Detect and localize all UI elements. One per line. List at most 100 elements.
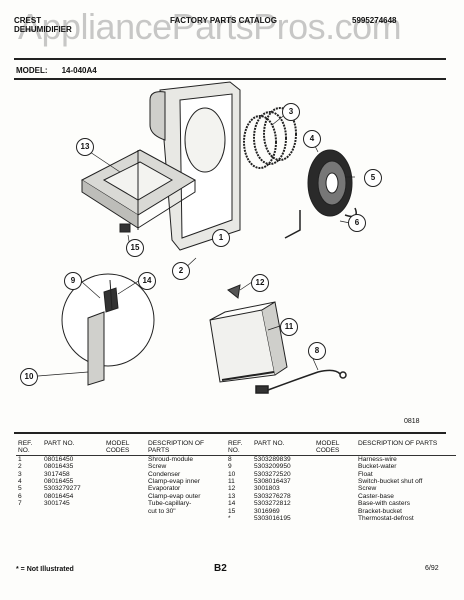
right-desc-cell: Base-with casters — [358, 500, 411, 508]
left-part-cell: 08016454 — [44, 492, 74, 500]
model-divider — [14, 78, 446, 80]
right-model-cell — [314, 493, 356, 500]
harness-wire-drawing — [255, 369, 347, 394]
left-desc-cell: Clamp-evap outer — [148, 492, 201, 500]
header-model-right: MODEL CODES — [314, 440, 356, 456]
right-model-cell — [314, 485, 356, 492]
model-label: MODEL: — [16, 66, 48, 75]
right-part-cell: 5303209950 — [254, 463, 291, 471]
callout-1: 1 — [212, 229, 230, 247]
left-empty-cell — [104, 515, 146, 522]
callout-15: 10 — [20, 368, 38, 386]
table-divider — [14, 432, 446, 434]
caster-drawing — [119, 223, 131, 233]
right-model-cell — [314, 471, 356, 478]
callout-8: 8 — [308, 342, 326, 360]
right-part-cell: 5303289839 — [254, 455, 291, 463]
left-empty-cell — [16, 515, 42, 522]
right-desc-cell: Switch-bucket shut off — [358, 478, 423, 486]
left-part-cell: 3001745 — [44, 500, 70, 508]
brand-line-2: DEHUMIDIFIER — [14, 25, 72, 34]
right-part-cell: 3016969 — [254, 507, 280, 515]
left-part-cell: 5303279277 — [44, 485, 81, 493]
left-ref-cell: 5 — [18, 485, 22, 493]
right-desc-cell: Bucket-water — [358, 463, 397, 471]
left-model-cell — [104, 508, 146, 515]
right-ref-cell: 11 — [228, 478, 235, 486]
header-divider — [14, 58, 446, 60]
left-ref-cell: 6 — [18, 492, 22, 500]
right-desc-cell: Float — [358, 470, 373, 478]
not-illustrated-note: * = Not Illustrated — [16, 566, 74, 573]
right-part-cell: 5308016437 — [254, 478, 291, 486]
watermark: AppliancePartsPros.com — [18, 6, 402, 47]
right-ref-cell: 15 — [228, 507, 236, 515]
callout-5: 5 — [364, 169, 382, 187]
right-model-cell — [314, 508, 356, 515]
header-ref: REF. NO. — [16, 440, 42, 456]
left-model-cell — [104, 485, 146, 492]
callout-12: 14 — [138, 272, 156, 290]
left-part-cell: 3017458 — [44, 470, 70, 478]
callout-13: 15 — [126, 239, 144, 257]
right-desc-cell: Caster-base — [358, 492, 394, 500]
diagram-code: 0818 — [404, 418, 420, 425]
left-empty-cell — [42, 515, 104, 522]
left-desc-cell: Tube-capillary- — [148, 500, 192, 508]
left-desc-cell: Shroud-module — [148, 455, 194, 463]
left-ref-cell: 2 — [18, 463, 22, 471]
left-desc-cell: Evaporator — [148, 485, 181, 493]
callout-14: 13 — [76, 138, 94, 156]
left-model-cell — [104, 493, 146, 500]
table-row: 2 08016435 Screw 9 5303209950 Bucket-water — [16, 463, 456, 470]
left-model-cell — [104, 471, 146, 478]
header-desc-right: DESCRIPTION OF PARTS — [356, 440, 456, 456]
left-model-cell — [104, 500, 146, 507]
right-ref-cell: 8 — [228, 455, 232, 463]
page-number: B2 — [214, 563, 227, 574]
header-part-right: PART NO. — [252, 440, 314, 456]
right-model-cell — [314, 500, 356, 507]
right-model-cell — [314, 478, 356, 485]
left-desc-cell: cut to 30" — [148, 507, 176, 515]
left-desc-cell: Screw — [148, 463, 167, 471]
parts-table: REF. NO. PART NO. MODEL CODES DESCRIPTIO… — [16, 440, 456, 522]
callout-4: 4 — [303, 130, 321, 148]
header-model: MODEL CODES — [104, 440, 146, 456]
right-model-cell — [314, 463, 356, 470]
exploded-parts-diagram — [37, 81, 357, 394]
right-part-cell: 5303016195 — [254, 515, 291, 523]
right-part-cell: 3001803 — [254, 485, 280, 493]
right-model-cell — [314, 455, 356, 463]
float-drawing — [227, 284, 241, 299]
right-part-cell: 5303272812 — [254, 500, 291, 508]
left-ref-cell: 1 — [18, 455, 22, 463]
right-ref-cell: 13 — [228, 492, 236, 500]
left-part-cell: 08016455 — [44, 478, 74, 486]
table-row: cut to 30" 15 3016969 Bracket-bucket — [16, 508, 456, 515]
right-ref-cell: 9 — [228, 463, 232, 471]
left-desc-cell: Clamp-evap inner — [148, 478, 201, 486]
switch-detail-drawing — [61, 273, 155, 386]
header-ref-right: REF. NO. — [226, 440, 252, 456]
left-model-cell — [104, 478, 146, 485]
header-desc: DESCRIPTION OF PARTS — [146, 440, 226, 456]
condenser-drawing — [243, 107, 297, 169]
brand-block: CREST DEHUMIDIFIER — [14, 16, 72, 34]
catalog-title: FACTORY PARTS CATALOG — [170, 16, 277, 25]
right-desc-cell: Screw — [358, 485, 377, 493]
callout-11: 9 — [64, 272, 82, 290]
left-part-cell: 08016435 — [44, 463, 74, 471]
left-model-cell — [104, 455, 146, 463]
callout-9: 11 — [280, 318, 298, 336]
right-desc-cell: Bracket-bucket — [358, 507, 402, 515]
